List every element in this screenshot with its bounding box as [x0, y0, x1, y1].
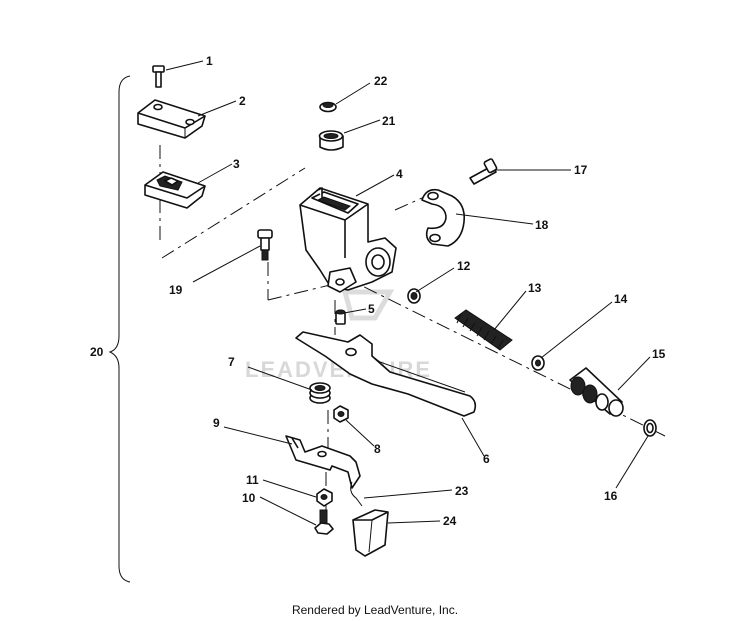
brake-lever	[295, 331, 477, 417]
callout-11: 11	[246, 473, 259, 487]
reservoir-cover	[137, 99, 206, 139]
master-cylinder-body	[299, 187, 397, 293]
callout-1: 1	[206, 54, 213, 68]
callout-19: 19	[169, 283, 183, 297]
callout-10: 10	[242, 491, 256, 505]
switch-bracket	[285, 435, 361, 489]
bushing-5	[335, 309, 346, 325]
callout-17: 17	[574, 163, 588, 177]
cap-22	[319, 101, 337, 113]
callout-6: 6	[483, 452, 490, 466]
washer-12	[407, 288, 421, 304]
callout-12: 12	[457, 259, 471, 273]
diaphragm	[144, 171, 206, 209]
callout-23: 23	[455, 484, 469, 498]
callout-16: 16	[604, 489, 618, 503]
callout-9: 9	[213, 416, 220, 430]
handlebar-clamp	[421, 188, 466, 247]
callout-8: 8	[374, 442, 381, 456]
callout-3: 3	[233, 157, 240, 171]
callout-21: 21	[382, 114, 396, 128]
callout-labels: 1 2 3 4 5 6 7 8 9 10 11 12 13 14 15 16 1…	[90, 54, 666, 528]
callout-4: 4	[396, 167, 403, 181]
callout-18: 18	[535, 218, 549, 232]
nut-8	[333, 405, 349, 423]
callout-2: 2	[239, 94, 246, 108]
callout-5: 5	[368, 302, 375, 316]
center-lines	[159, 145, 666, 520]
footer-credit: Rendered by LeadVenture, Inc.	[292, 603, 458, 617]
wire-23	[350, 481, 363, 507]
leader-lines	[165, 60, 651, 526]
snap-ring-16	[643, 419, 657, 437]
assembly-bracket	[108, 75, 131, 583]
callout-24: 24	[443, 514, 457, 528]
spring-13	[454, 309, 513, 351]
lever-spring	[309, 382, 331, 404]
pivot-bolt	[257, 229, 273, 261]
leadventure-watermark: LEADVENTURE	[245, 289, 430, 382]
clamp-bolt	[469, 158, 498, 185]
cover-screw	[152, 65, 165, 88]
boot-21	[318, 130, 344, 151]
callout-22: 22	[374, 74, 388, 88]
callout-14: 14	[614, 292, 628, 306]
screw-10	[314, 509, 334, 535]
callout-13: 13	[528, 281, 542, 295]
callout-15: 15	[652, 347, 666, 361]
washer-14	[531, 355, 545, 371]
brake-switch	[352, 509, 389, 557]
nut-11	[316, 488, 333, 507]
callout-7: 7	[228, 355, 235, 369]
callout-20: 20	[90, 345, 104, 359]
piston-15	[569, 367, 624, 417]
